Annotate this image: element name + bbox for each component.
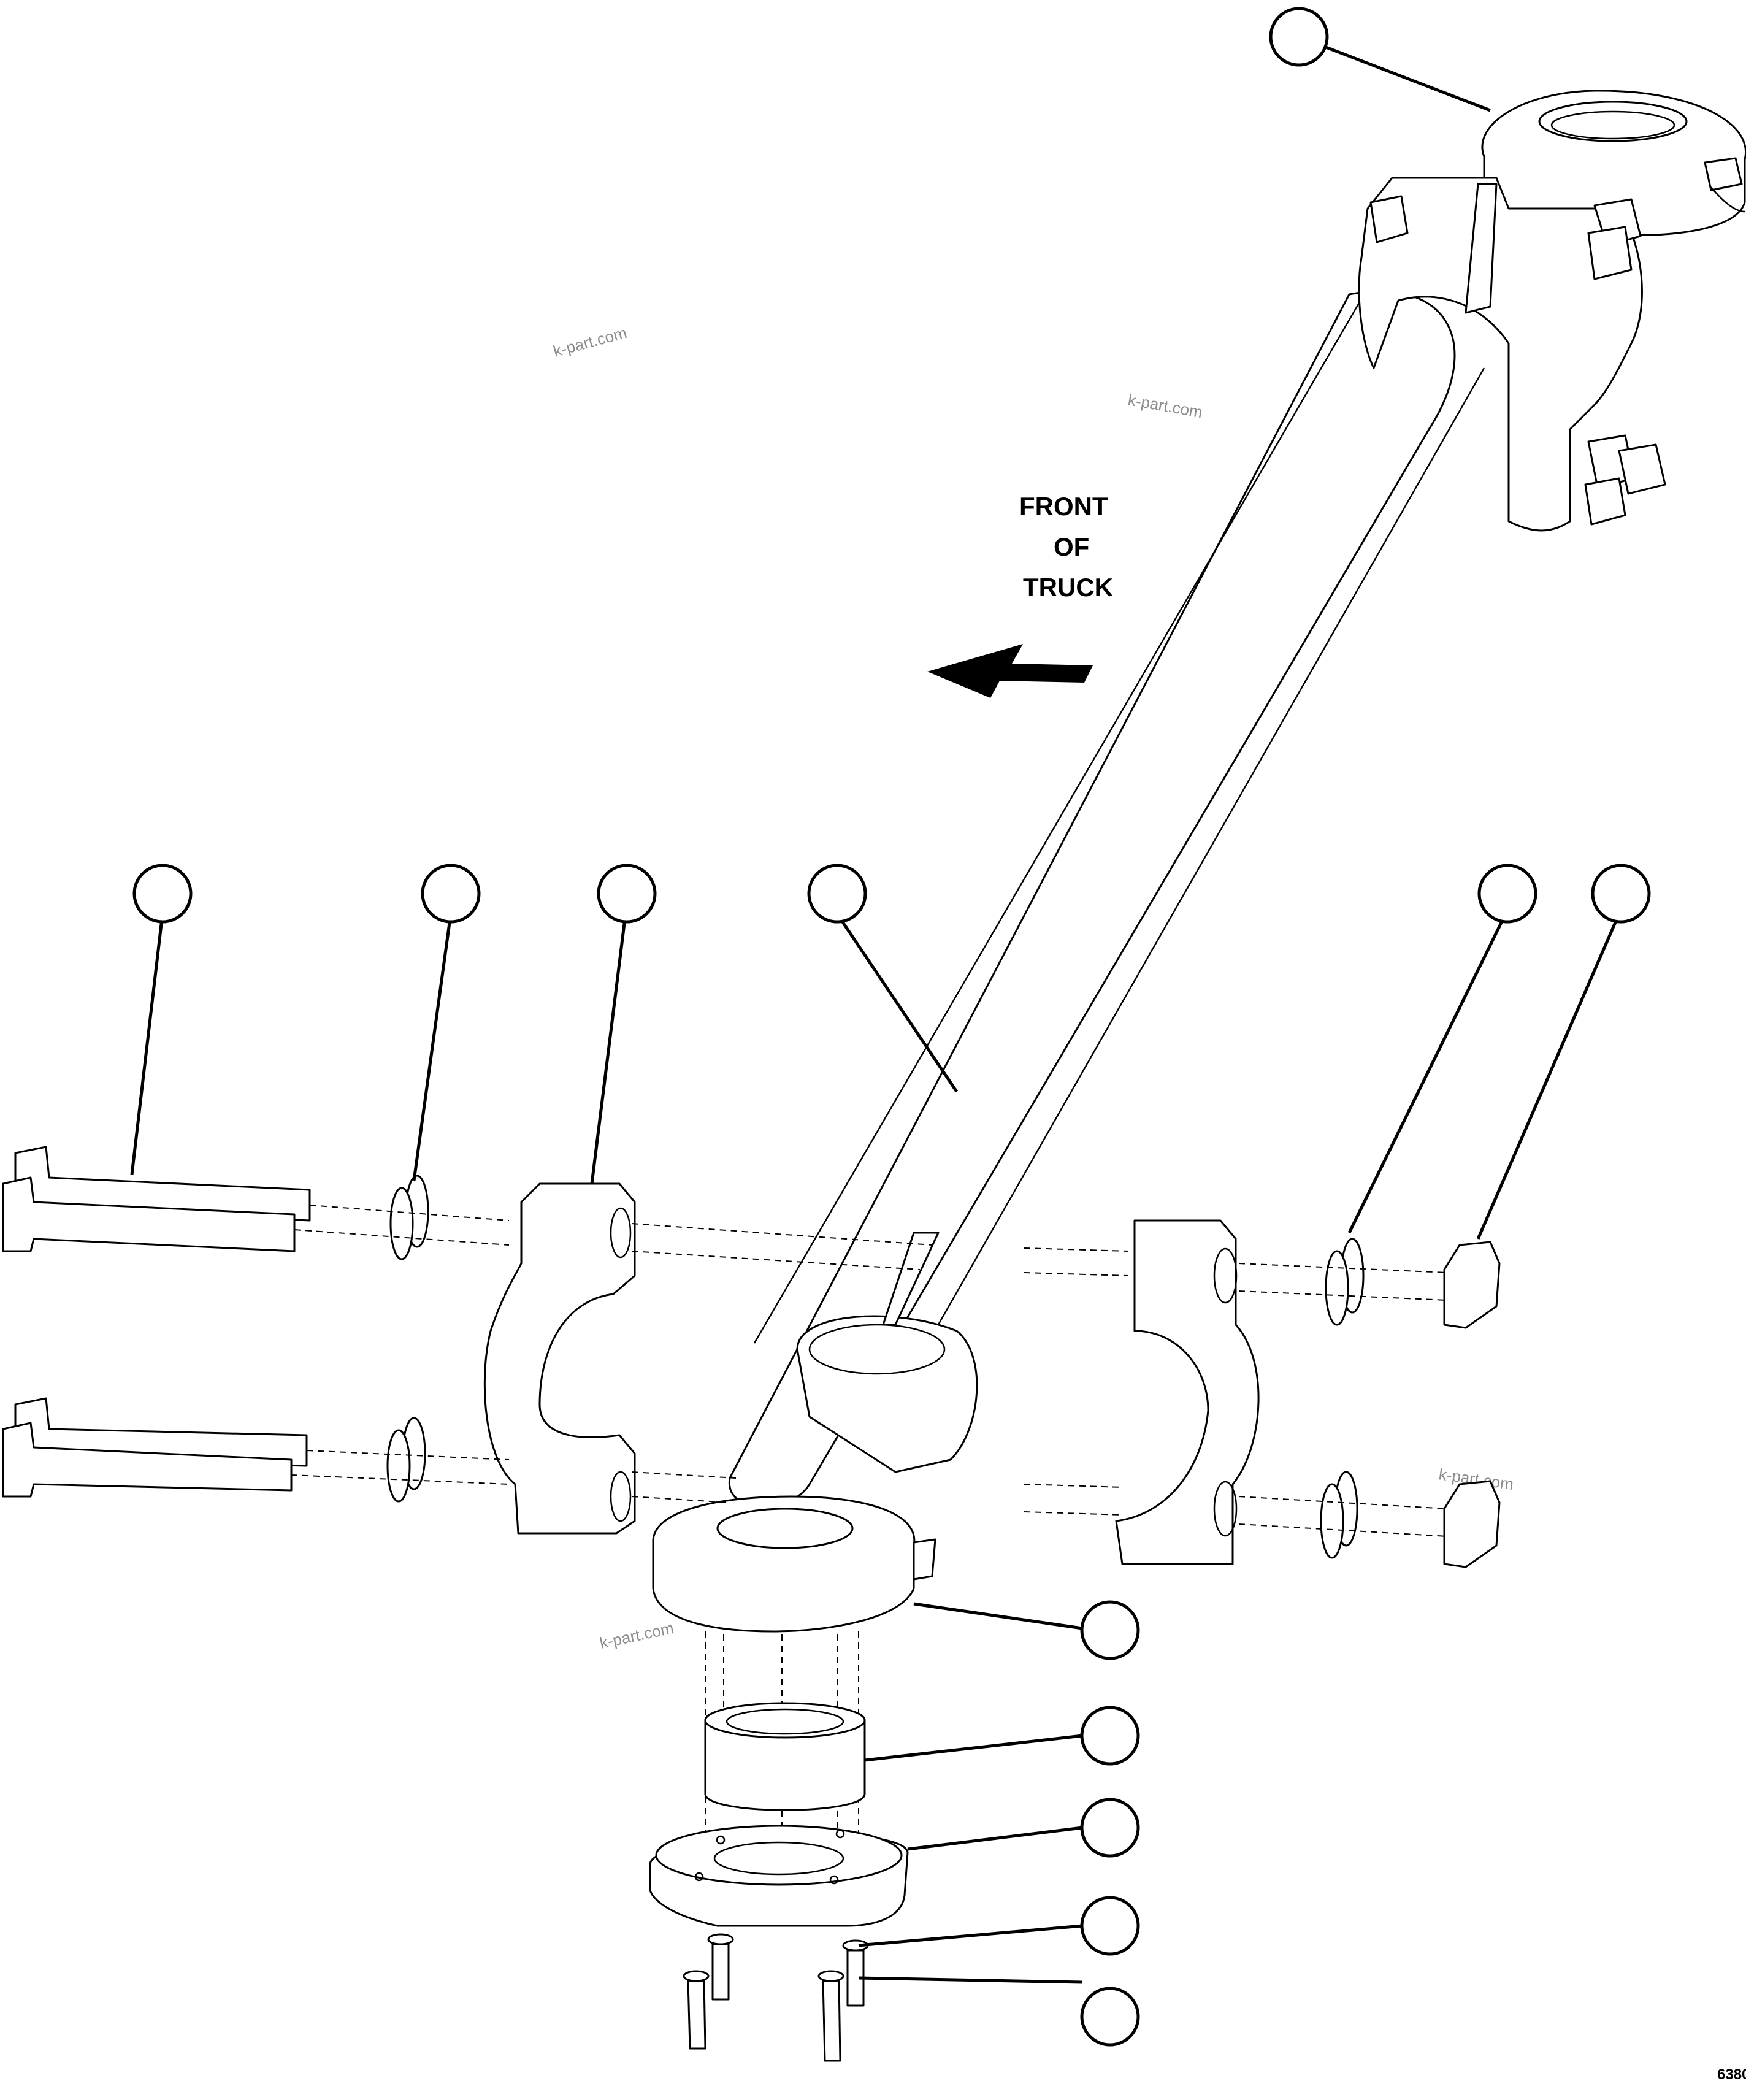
cap-screws bbox=[687, 1943, 865, 2062]
tube-collar bbox=[796, 1232, 978, 1473]
left-clamp-half bbox=[483, 1182, 636, 1535]
leader-lines bbox=[130, 35, 1621, 1984]
callout-balloon bbox=[1080, 1896, 1140, 1956]
thrust-plate bbox=[649, 1825, 909, 1927]
callout-balloon bbox=[807, 864, 867, 924]
right-lock-washers bbox=[1320, 1238, 1365, 1559]
callout-balloon bbox=[1591, 864, 1651, 924]
left-lock-washers bbox=[386, 1175, 429, 1503]
upper-clamp-block bbox=[1358, 177, 1666, 532]
direction-arrow-icon bbox=[927, 644, 1093, 698]
callout-balloon bbox=[1080, 1987, 1140, 2047]
callout-balloon bbox=[1080, 1600, 1140, 1660]
left-long-bolts bbox=[2, 1146, 311, 1498]
watermark: k-part.com bbox=[1127, 390, 1204, 421]
small-washers bbox=[683, 1933, 869, 1982]
pivot-bushing bbox=[704, 1702, 866, 1811]
callout-balloon bbox=[132, 864, 193, 924]
right-hex-nuts bbox=[1443, 1241, 1501, 1568]
watermark: k-part.com bbox=[598, 1619, 675, 1652]
callout-balloon bbox=[1477, 864, 1537, 924]
callout-balloon bbox=[1080, 1798, 1140, 1858]
callout-balloons bbox=[132, 7, 1651, 2047]
upper-pivot-eye bbox=[1481, 90, 1746, 236]
lower-pivot-eye bbox=[652, 1495, 936, 1633]
callout-balloon bbox=[597, 864, 657, 924]
callout-balloon bbox=[1080, 1706, 1140, 1766]
watermark: k-part.com bbox=[551, 323, 629, 361]
right-clamp-half bbox=[1115, 1219, 1260, 1565]
callout-balloon bbox=[421, 864, 481, 924]
callout-balloon bbox=[1269, 7, 1329, 67]
front-label-line3: TRUCK bbox=[1023, 573, 1113, 602]
front-label-line2: OF bbox=[1054, 532, 1089, 561]
front-of-truck-label: FRONT OF TRUCK bbox=[1019, 492, 1113, 602]
front-label-line1: FRONT bbox=[1019, 492, 1108, 521]
figure-number: 6380 bbox=[1717, 2066, 1746, 2083]
steer-axle-tube bbox=[728, 288, 1485, 1508]
